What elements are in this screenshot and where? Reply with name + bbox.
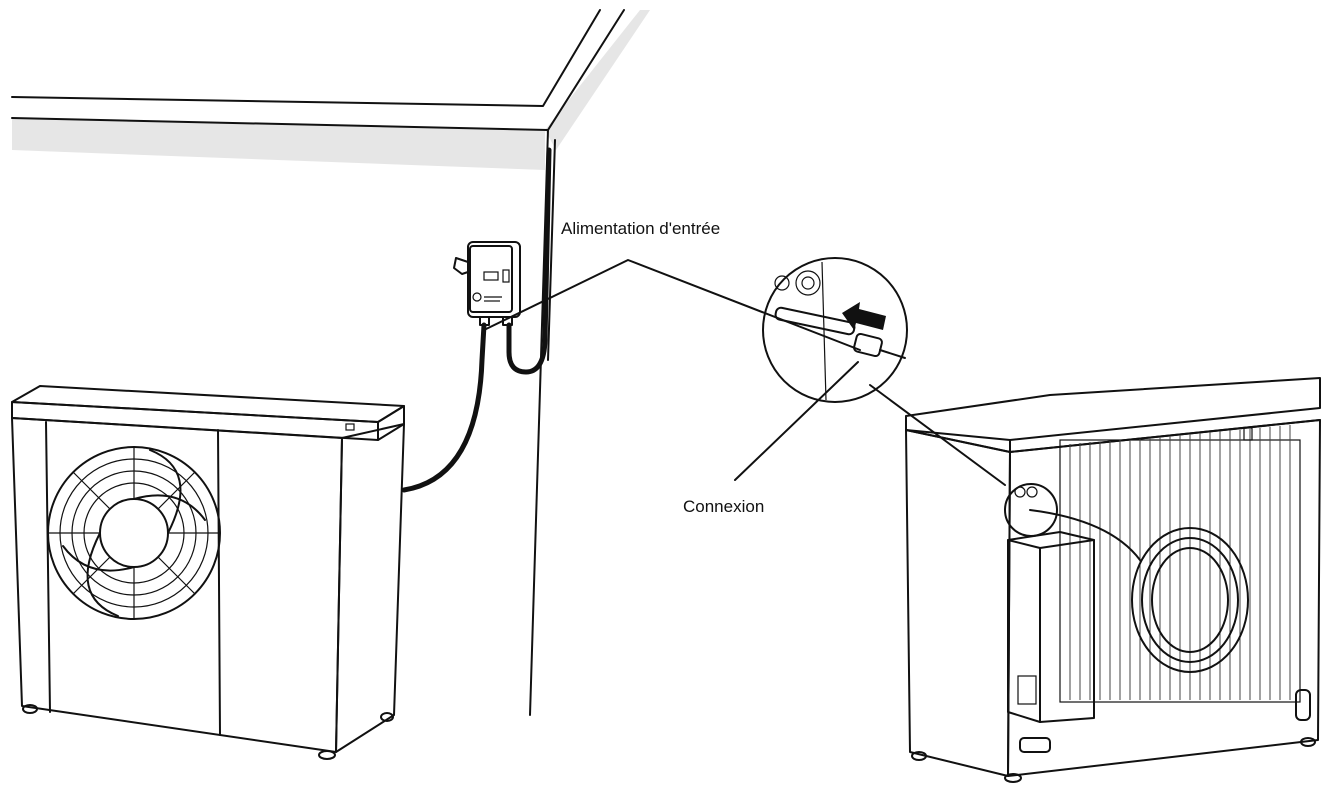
wall-corner (11, 9, 650, 716)
coil-fins (1069, 425, 1291, 700)
arrow-left-icon (842, 302, 886, 330)
leader-input (483, 259, 861, 351)
leader-connection (734, 361, 859, 481)
fan-icon (47, 446, 221, 620)
outdoor-unit-cable (401, 322, 487, 493)
outdoor-unit-rear (905, 377, 1321, 783)
wall-cable (506, 147, 552, 375)
outdoor-unit-front (11, 385, 405, 760)
connection-label: Connexion (683, 497, 765, 516)
junction-box (453, 241, 521, 326)
input-power-label: Alimentation d'entrée (561, 219, 721, 238)
connection-detail-zoom (762, 257, 1006, 486)
